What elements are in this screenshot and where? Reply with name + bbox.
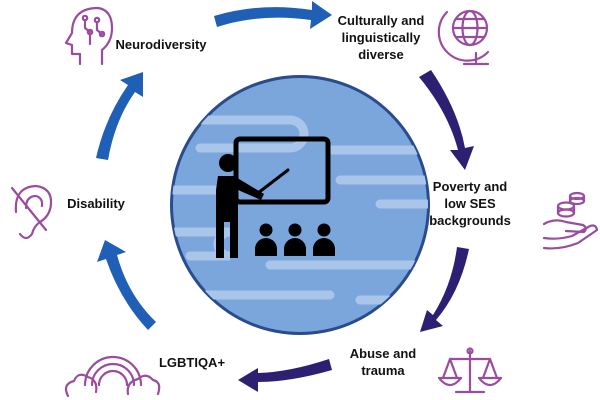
rainbow-cloud-icon xyxy=(64,355,161,398)
node-label-poverty: Poverty and low SES backgrounds xyxy=(429,179,511,228)
node-label-disability: Disability xyxy=(67,196,125,211)
arrow-cultural-to-poverty xyxy=(419,70,474,170)
arrow-abuse-to-lgbtiqa xyxy=(238,359,332,392)
teacher-presentation-icon xyxy=(216,136,335,258)
arrow-disability-to-neuro xyxy=(96,72,143,160)
brain-circuit-head-icon xyxy=(64,6,114,66)
node-label-neurodiversity: Neurodiversity xyxy=(115,37,207,52)
node-label-cultural: Culturally and linguistically diverse xyxy=(337,13,425,62)
scales-of-justice-icon xyxy=(437,347,503,394)
node-label-lgbtiqa: LGBTIQA+ xyxy=(158,355,226,370)
arrow-poverty-to-abuse xyxy=(420,247,469,332)
hand-coins-icon xyxy=(542,191,599,250)
arrow-neuro-to-cultural xyxy=(214,1,332,29)
hearing-impaired-ear-icon xyxy=(10,184,53,240)
node-label-abuse: Abuse and trauma xyxy=(349,346,417,378)
globe-icon xyxy=(437,9,490,66)
center-circle xyxy=(170,75,430,335)
arrow-lgbtiqa-to-disability xyxy=(97,240,156,330)
